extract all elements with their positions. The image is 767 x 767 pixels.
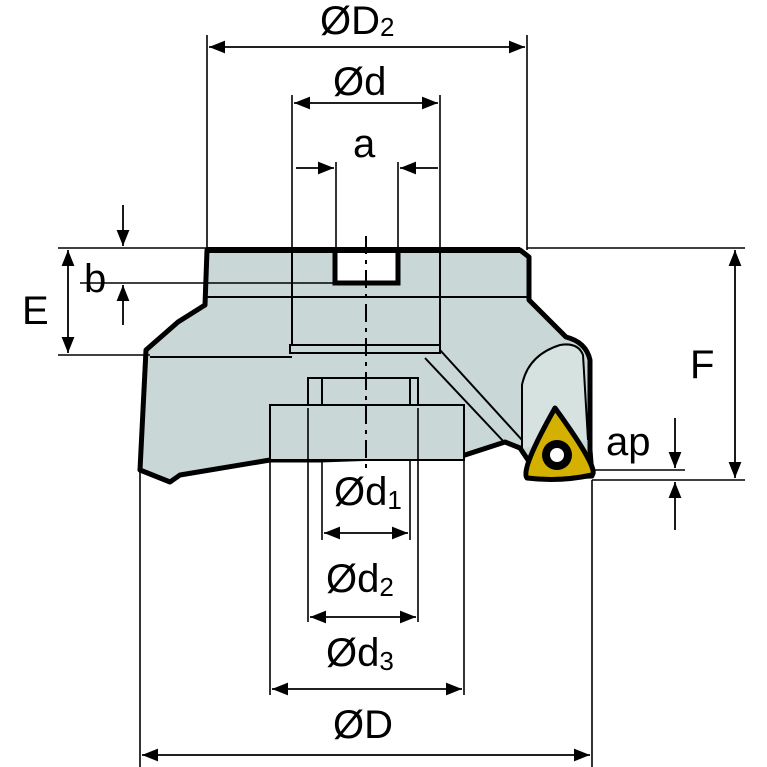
label-F: F (690, 343, 714, 387)
dimension-lines (61, 40, 742, 762)
bore-d2 (307, 377, 419, 409)
label-b: b (84, 257, 106, 301)
insert (523, 405, 596, 482)
label-d2: Ød2 (326, 557, 394, 602)
chip-pocket (521, 343, 589, 448)
insert-screw-head (550, 448, 564, 462)
cutter-body (137, 236, 595, 485)
label-E: E (22, 289, 49, 333)
label-d1: Ød1 (334, 470, 402, 515)
label-D2: ØD2 (320, 0, 394, 43)
extension-lines (58, 35, 745, 767)
pocket-diagonal-2 (424, 357, 506, 444)
label-ap: ap (606, 420, 651, 464)
pocket-diagonal-1 (439, 349, 523, 441)
label-d: Ød (333, 60, 386, 104)
label-d3: Ød3 (326, 631, 394, 676)
label-a: a (353, 122, 376, 166)
dimension-labels: ØD2 Ød a b E F ap Ød1 Ød2 Ød3 ØD (22, 0, 714, 747)
label-D: ØD (333, 703, 393, 747)
